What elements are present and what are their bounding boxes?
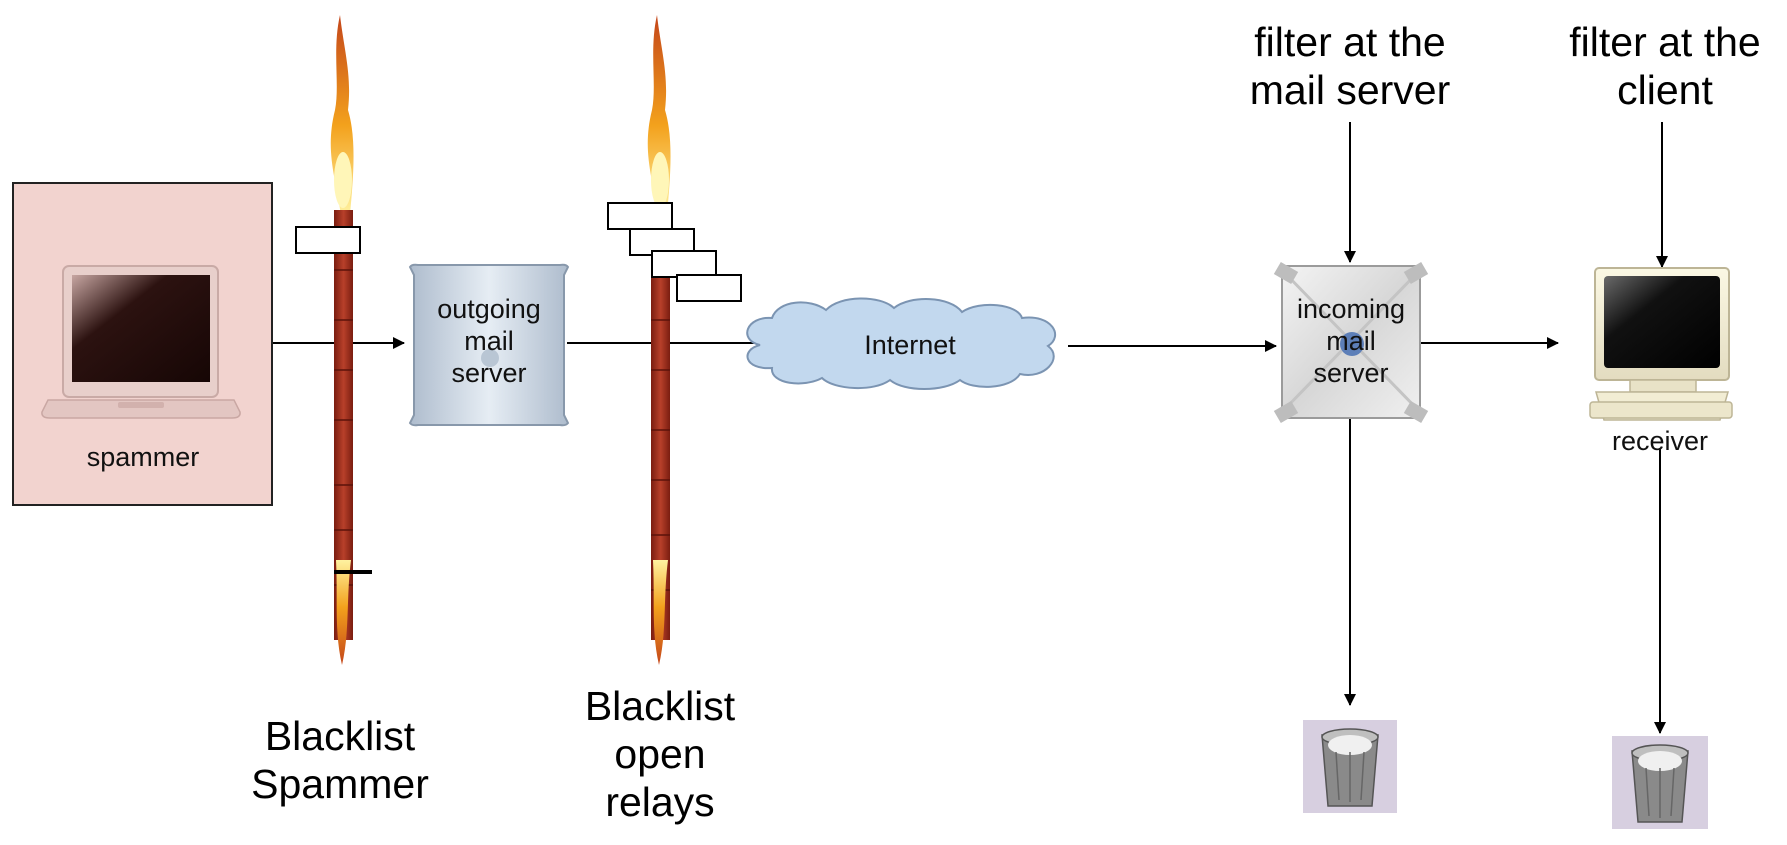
- blacklist-relays-line-1: Blacklist: [584, 683, 736, 729]
- outgoing-server-label-line-1: outgoing: [437, 294, 541, 324]
- monitor-icon: [1589, 267, 1733, 421]
- server-icon: [408, 263, 570, 427]
- incoming-server-label: incoming mail server: [1274, 293, 1428, 389]
- trash-icon: [1303, 720, 1397, 813]
- filter-server-line-1: filter at the: [1254, 19, 1446, 65]
- blacklist-relays-line-2: open: [614, 731, 706, 777]
- blacklist-spammer-label: Blacklist Spammer: [220, 712, 460, 808]
- outgoing-server-label: outgoing mail server: [410, 293, 568, 389]
- outgoing-server-label-line-3: server: [451, 358, 527, 388]
- filter-server-line-2: mail server: [1249, 67, 1451, 113]
- filter-client-label: filter at the client: [1525, 18, 1787, 114]
- filter-client-line-1: filter at the: [1569, 19, 1761, 65]
- laptop-icon: [41, 265, 241, 419]
- blacklist-spammer-line-1: Blacklist: [264, 713, 416, 759]
- connections: [224, 122, 1668, 734]
- outgoing-server-label-line-2: mail: [464, 326, 514, 356]
- incoming-server-label-line-3: server: [1313, 358, 1389, 388]
- internet-label: Internet: [864, 330, 956, 360]
- blacklist-relays-label: Blacklist open relays: [540, 682, 780, 826]
- filter-server-label: filter at the mail server: [1210, 18, 1490, 114]
- trash-icon: [1612, 736, 1708, 829]
- spammer-node: [12, 182, 273, 506]
- firewall-icon: [607, 15, 742, 665]
- blacklist-relays-line-3: relays: [605, 779, 715, 825]
- cloud-icon: [746, 297, 1057, 390]
- incoming-server-label-line-2: mail: [1326, 326, 1376, 356]
- filter-client-line-2: client: [1617, 67, 1713, 113]
- incoming-server-label-line-1: incoming: [1296, 294, 1406, 324]
- receiver-label: receiver: [1611, 426, 1709, 456]
- server-icon: [1273, 261, 1429, 424]
- spammer-label: spammer: [86, 442, 200, 472]
- blacklist-spammer-line-2: Spammer: [251, 761, 429, 807]
- firewall-icon: [295, 15, 372, 665]
